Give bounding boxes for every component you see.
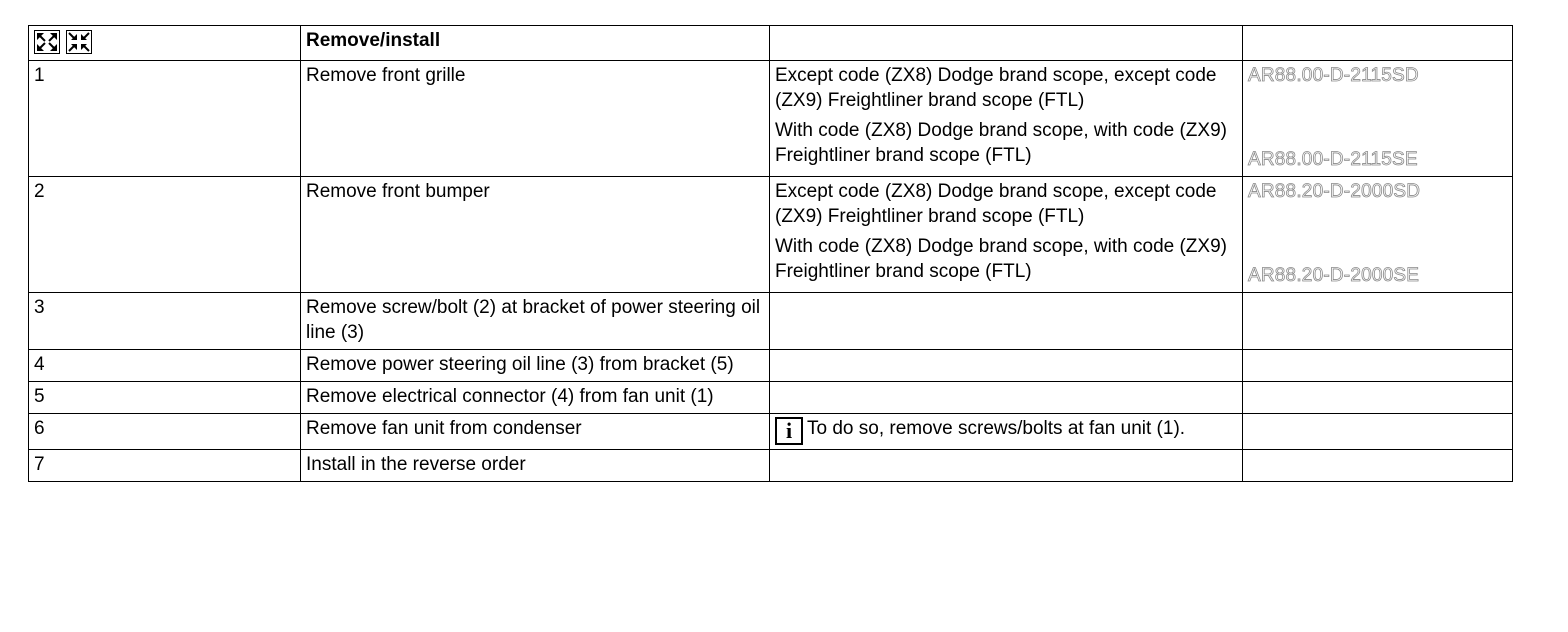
table-row: 1 Remove front grille Except code (ZX8) … — [28, 60, 1513, 177]
step-action: Remove screw/bolt (2) at bracket of powe… — [300, 292, 770, 350]
step-number: 7 — [28, 449, 301, 482]
table-row: 4 Remove power steering oil line (3) fro… — [28, 349, 1513, 382]
step-notes — [769, 349, 1243, 382]
table-row: 3 Remove screw/bolt (2) at bracket of po… — [28, 292, 1513, 350]
step-action: Remove electrical connector (4) from fan… — [300, 381, 770, 414]
step-number: 5 — [28, 381, 301, 414]
step-action: Remove front grille — [300, 60, 770, 177]
procedure-table: Remove/install 1 Remove front grille Exc… — [28, 25, 1513, 482]
header-icon-cell — [28, 25, 301, 61]
step-refs — [1242, 449, 1513, 482]
step-refs — [1242, 349, 1513, 382]
reference-link[interactable]: AR88.20-D-2000SE — [1248, 265, 1420, 287]
step-action: Remove fan unit from condenser — [300, 413, 770, 450]
step-notes — [769, 381, 1243, 414]
step-action: Install in the reverse order — [300, 449, 770, 482]
expand-icon[interactable] — [34, 30, 60, 54]
reference-link[interactable]: AR88.20-D-2000SD — [1248, 181, 1421, 203]
step-notes: Except code (ZX8) Dodge brand scope, exc… — [769, 60, 1243, 177]
step-refs: AR88.00-D-2115SD AR88.00-D-2115SE — [1242, 60, 1513, 177]
collapse-icon[interactable] — [66, 30, 92, 54]
note-text: With code (ZX8) Dodge brand scope, with … — [775, 120, 1227, 166]
reference-link[interactable]: AR88.00-D-2115SE — [1248, 149, 1418, 171]
step-number: 4 — [28, 349, 301, 382]
note-text: Except code (ZX8) Dodge brand scope, exc… — [775, 65, 1217, 111]
step-action: Remove power steering oil line (3) from … — [300, 349, 770, 382]
header-row: Remove/install — [28, 25, 1513, 61]
table-row: 2 Remove front bumper Except code (ZX8) … — [28, 176, 1513, 293]
note-text: Except code (ZX8) Dodge brand scope, exc… — [775, 181, 1217, 227]
note-text: With code (ZX8) Dodge brand scope, with … — [775, 236, 1227, 282]
step-number: 2 — [28, 176, 301, 293]
step-notes — [769, 292, 1243, 350]
info-icon: i — [775, 417, 803, 445]
table-row: 7 Install in the reverse order — [28, 449, 1513, 482]
step-notes — [769, 449, 1243, 482]
step-refs: AR88.20-D-2000SD AR88.20-D-2000SE — [1242, 176, 1513, 293]
step-number: 6 — [28, 413, 301, 450]
step-refs — [1242, 292, 1513, 350]
info-text: To do so, remove screws/bolts at fan uni… — [807, 418, 1186, 439]
reference-link[interactable]: AR88.00-D-2115SD — [1248, 65, 1419, 87]
header-empty-cell — [769, 25, 1243, 61]
table-row: 5 Remove electrical connector (4) from f… — [28, 381, 1513, 414]
step-refs — [1242, 381, 1513, 414]
step-action: Remove front bumper — [300, 176, 770, 293]
step-number: 1 — [28, 60, 301, 177]
header-title: Remove/install — [300, 25, 770, 61]
header-empty-cell — [1242, 25, 1513, 61]
step-notes: Except code (ZX8) Dodge brand scope, exc… — [769, 176, 1243, 293]
step-refs — [1242, 413, 1513, 450]
step-number: 3 — [28, 292, 301, 350]
